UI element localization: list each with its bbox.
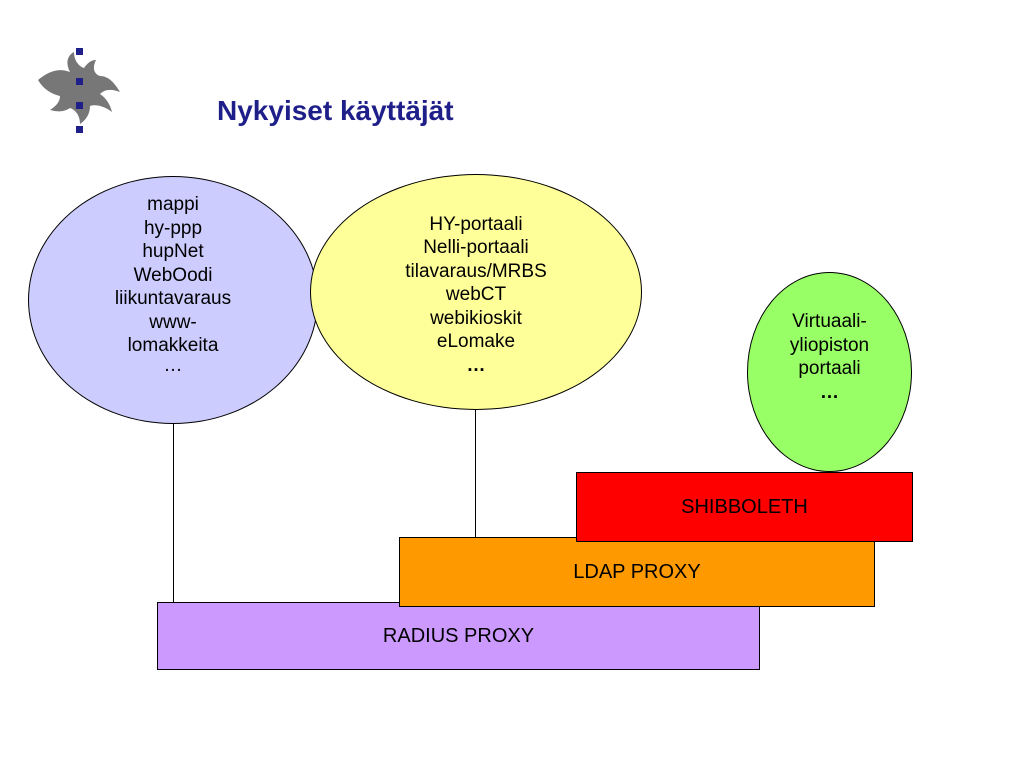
right-service-item: portaali (798, 358, 861, 379)
ldap-proxy-box: LDAP PROXY (399, 537, 875, 607)
left-service-item: liikuntavaraus (114, 288, 232, 309)
middle-service-item: Nelli-portaali (423, 237, 529, 259)
middle-service-item: webikioskit (430, 307, 522, 329)
right-service-item: yliopiston (789, 334, 870, 356)
right-services-ellipse: Virtuaali- yliopiston portaali … (747, 272, 912, 472)
middle-services-ellipse: HY-portaali Nelli-portaali tilavaraus/MR… (310, 174, 642, 410)
middle-service-item: webCT (445, 284, 507, 306)
page-title: Nykyiset käyttäjät (217, 95, 454, 126)
left-service-item: hupNet (142, 241, 204, 262)
middle-service-item: HY-portaali (429, 213, 523, 235)
right-more-ellipsis: … (820, 381, 839, 403)
left-service-item: lomakkeita (127, 335, 219, 356)
connector-middle (475, 409, 476, 538)
middle-more-ellipsis: … (466, 354, 486, 376)
connector-left (173, 423, 174, 603)
shibboleth-box: SHIBBOLETH (576, 472, 913, 542)
middle-service-item: tilavaraus/MRBS (405, 260, 547, 282)
left-services-ellipse: mappi hy-ppp hupNet WebOodi liikuntavara… (28, 176, 318, 424)
middle-service-item: eLomake (436, 331, 516, 353)
left-service-item: … (163, 354, 183, 376)
university-logo-icon (38, 48, 120, 133)
right-service-item: Virtuaali- (792, 311, 867, 332)
left-service-item: hy-ppp (143, 217, 203, 239)
radius-proxy-box: RADIUS PROXY (157, 602, 760, 670)
left-service-item: WebOodi (133, 264, 213, 286)
left-service-item: mappi (147, 194, 199, 215)
ldap-proxy-label: LDAP PROXY (573, 560, 701, 583)
shibboleth-label: SHIBBOLETH (681, 495, 808, 518)
left-service-item: www- (149, 311, 197, 333)
radius-proxy-label: RADIUS PROXY (382, 624, 535, 647)
